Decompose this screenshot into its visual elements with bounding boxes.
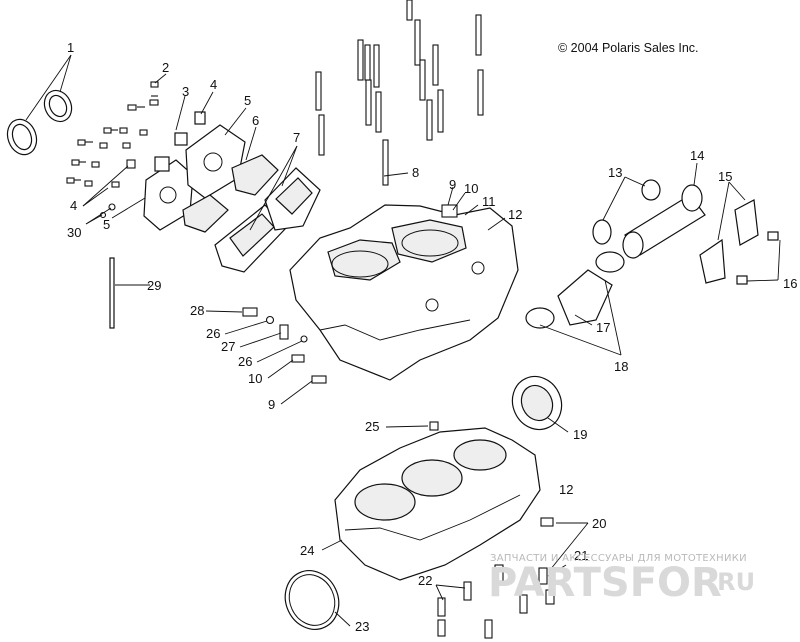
callout-23: 23 bbox=[355, 619, 369, 634]
hose-clamps bbox=[6, 89, 73, 156]
callout-11: 11 bbox=[482, 194, 496, 209]
mounting-brackets bbox=[699, 199, 779, 285]
callout-5b: 5 bbox=[103, 217, 110, 232]
callout-8: 8 bbox=[412, 165, 419, 180]
callout-20: 20 bbox=[592, 516, 606, 531]
callout-26b: 26 bbox=[238, 354, 252, 369]
callout-18: 18 bbox=[614, 359, 628, 374]
o-ring bbox=[284, 570, 340, 630]
copyright-text: © 2004 Polaris Sales Inc. bbox=[558, 41, 699, 55]
callout-25: 25 bbox=[365, 419, 379, 434]
upper-crankcase bbox=[289, 204, 519, 381]
callout-12a: 12 bbox=[508, 207, 522, 222]
callout-19: 19 bbox=[573, 427, 587, 442]
dowel-rod bbox=[109, 257, 115, 329]
callout-1: 1 bbox=[67, 40, 74, 55]
callout-3: 3 bbox=[182, 84, 189, 99]
callout-12b: 12 bbox=[559, 482, 573, 497]
callout-22: 22 bbox=[418, 573, 432, 588]
callout-10a: 10 bbox=[464, 181, 478, 196]
callout-30: 30 bbox=[67, 225, 81, 240]
callout-2: 2 bbox=[162, 60, 169, 75]
callout-numbers: 1 2 3 4 5 6 7 8 9 10 11 12 13 14 15 16 1… bbox=[67, 40, 797, 634]
watermark-brand: PARTSFOR bbox=[488, 560, 722, 606]
callout-14: 14 bbox=[690, 148, 704, 163]
watermark-tagline: ЗАПЧАСТИ И АКСЕССУАРЫ ДЛЯ МОТОТЕХНИКИ bbox=[490, 553, 747, 564]
bolts-group-left bbox=[66, 81, 159, 219]
callout-4b: 4 bbox=[70, 198, 77, 213]
callout-5a: 5 bbox=[244, 93, 251, 108]
coolant-hoses bbox=[525, 179, 706, 329]
reed-valve-assembly bbox=[143, 111, 321, 273]
callout-16: 16 bbox=[783, 276, 797, 291]
oil-seal bbox=[511, 375, 563, 431]
callout-4a: 4 bbox=[210, 77, 217, 92]
callout-10b: 10 bbox=[248, 371, 262, 386]
callout-27: 27 bbox=[221, 339, 235, 354]
callout-17: 17 bbox=[596, 320, 610, 335]
callout-28: 28 bbox=[190, 303, 204, 318]
leader-lines bbox=[25, 54, 781, 627]
callout-13: 13 bbox=[608, 165, 622, 180]
bolts-group-bottom bbox=[429, 421, 555, 639]
callout-7: 7 bbox=[293, 130, 300, 145]
callout-26a: 26 bbox=[206, 326, 220, 341]
lower-crankcase bbox=[334, 427, 541, 581]
callout-15: 15 bbox=[718, 169, 732, 184]
callout-9a: 9 bbox=[449, 177, 456, 192]
watermark-domain: .RU bbox=[708, 568, 755, 596]
callout-9b: 9 bbox=[268, 397, 275, 412]
callout-21: 21 bbox=[574, 548, 588, 563]
crankcase-fasteners bbox=[242, 204, 458, 384]
studs-group bbox=[315, 0, 484, 186]
callout-29: 29 bbox=[147, 278, 161, 293]
watermark: ЗАПЧАСТИ И АКСЕССУАРЫ ДЛЯ МОТОТЕХНИКИ PA… bbox=[488, 553, 755, 606]
callout-6: 6 bbox=[252, 113, 259, 128]
callout-24: 24 bbox=[300, 543, 314, 558]
